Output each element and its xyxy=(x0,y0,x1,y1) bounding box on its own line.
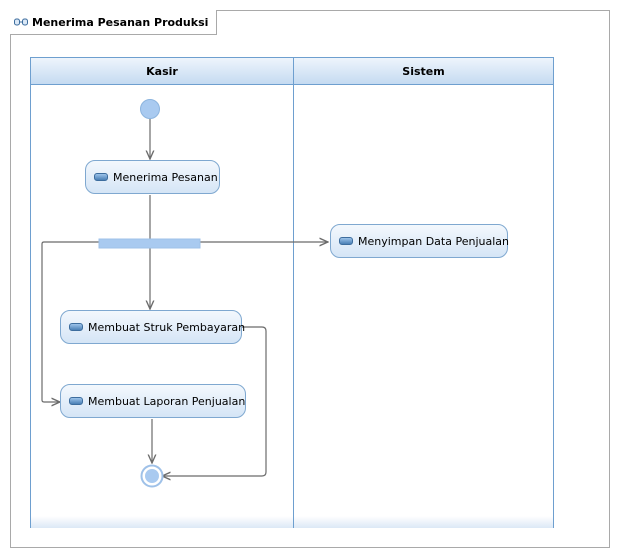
action-membuat-laporan-penjualan[interactable]: Membuat Laporan Penjualan xyxy=(60,384,246,418)
lane-footer-sistem xyxy=(294,516,553,528)
lane-header-sistem[interactable]: Sistem xyxy=(293,57,554,85)
action-menerima-pesanan[interactable]: Menerima Pesanan xyxy=(85,160,220,194)
lane-body-kasir xyxy=(30,85,294,528)
action-icon xyxy=(69,397,83,405)
diagram-title: Menerima Pesanan Produksi xyxy=(32,15,209,29)
lane-label-sistem: Sistem xyxy=(402,64,445,78)
action-label: Menyimpan Data Penjualan xyxy=(358,234,509,248)
action-icon xyxy=(94,173,108,181)
lane-footer-kasir xyxy=(31,516,293,528)
action-icon xyxy=(69,323,83,331)
action-label: Membuat Laporan Penjualan xyxy=(88,394,246,408)
fork-bar xyxy=(98,238,201,249)
edge-struk-to-end xyxy=(162,326,267,476)
edge-fork-to-laporan xyxy=(41,241,100,402)
action-label: Menerima Pesanan xyxy=(113,170,218,184)
activity-diagram-icon xyxy=(14,17,28,27)
final-node-inner xyxy=(145,469,159,483)
action-icon xyxy=(339,237,353,245)
lane-header-kasir[interactable]: Kasir xyxy=(30,57,294,85)
initial-node xyxy=(140,99,160,119)
action-menyimpan-data-penjualan[interactable]: Menyimpan Data Penjualan xyxy=(330,224,509,258)
action-label: Membuat Struk Pembayaran xyxy=(88,320,246,334)
diagram-title-tab[interactable]: Menerima Pesanan Produksi xyxy=(10,10,218,35)
action-membuat-struk-pembayaran[interactable]: Membuat Struk Pembayaran xyxy=(60,310,246,344)
lane-label-kasir: Kasir xyxy=(146,64,178,78)
lane-body-sistem xyxy=(293,85,554,528)
